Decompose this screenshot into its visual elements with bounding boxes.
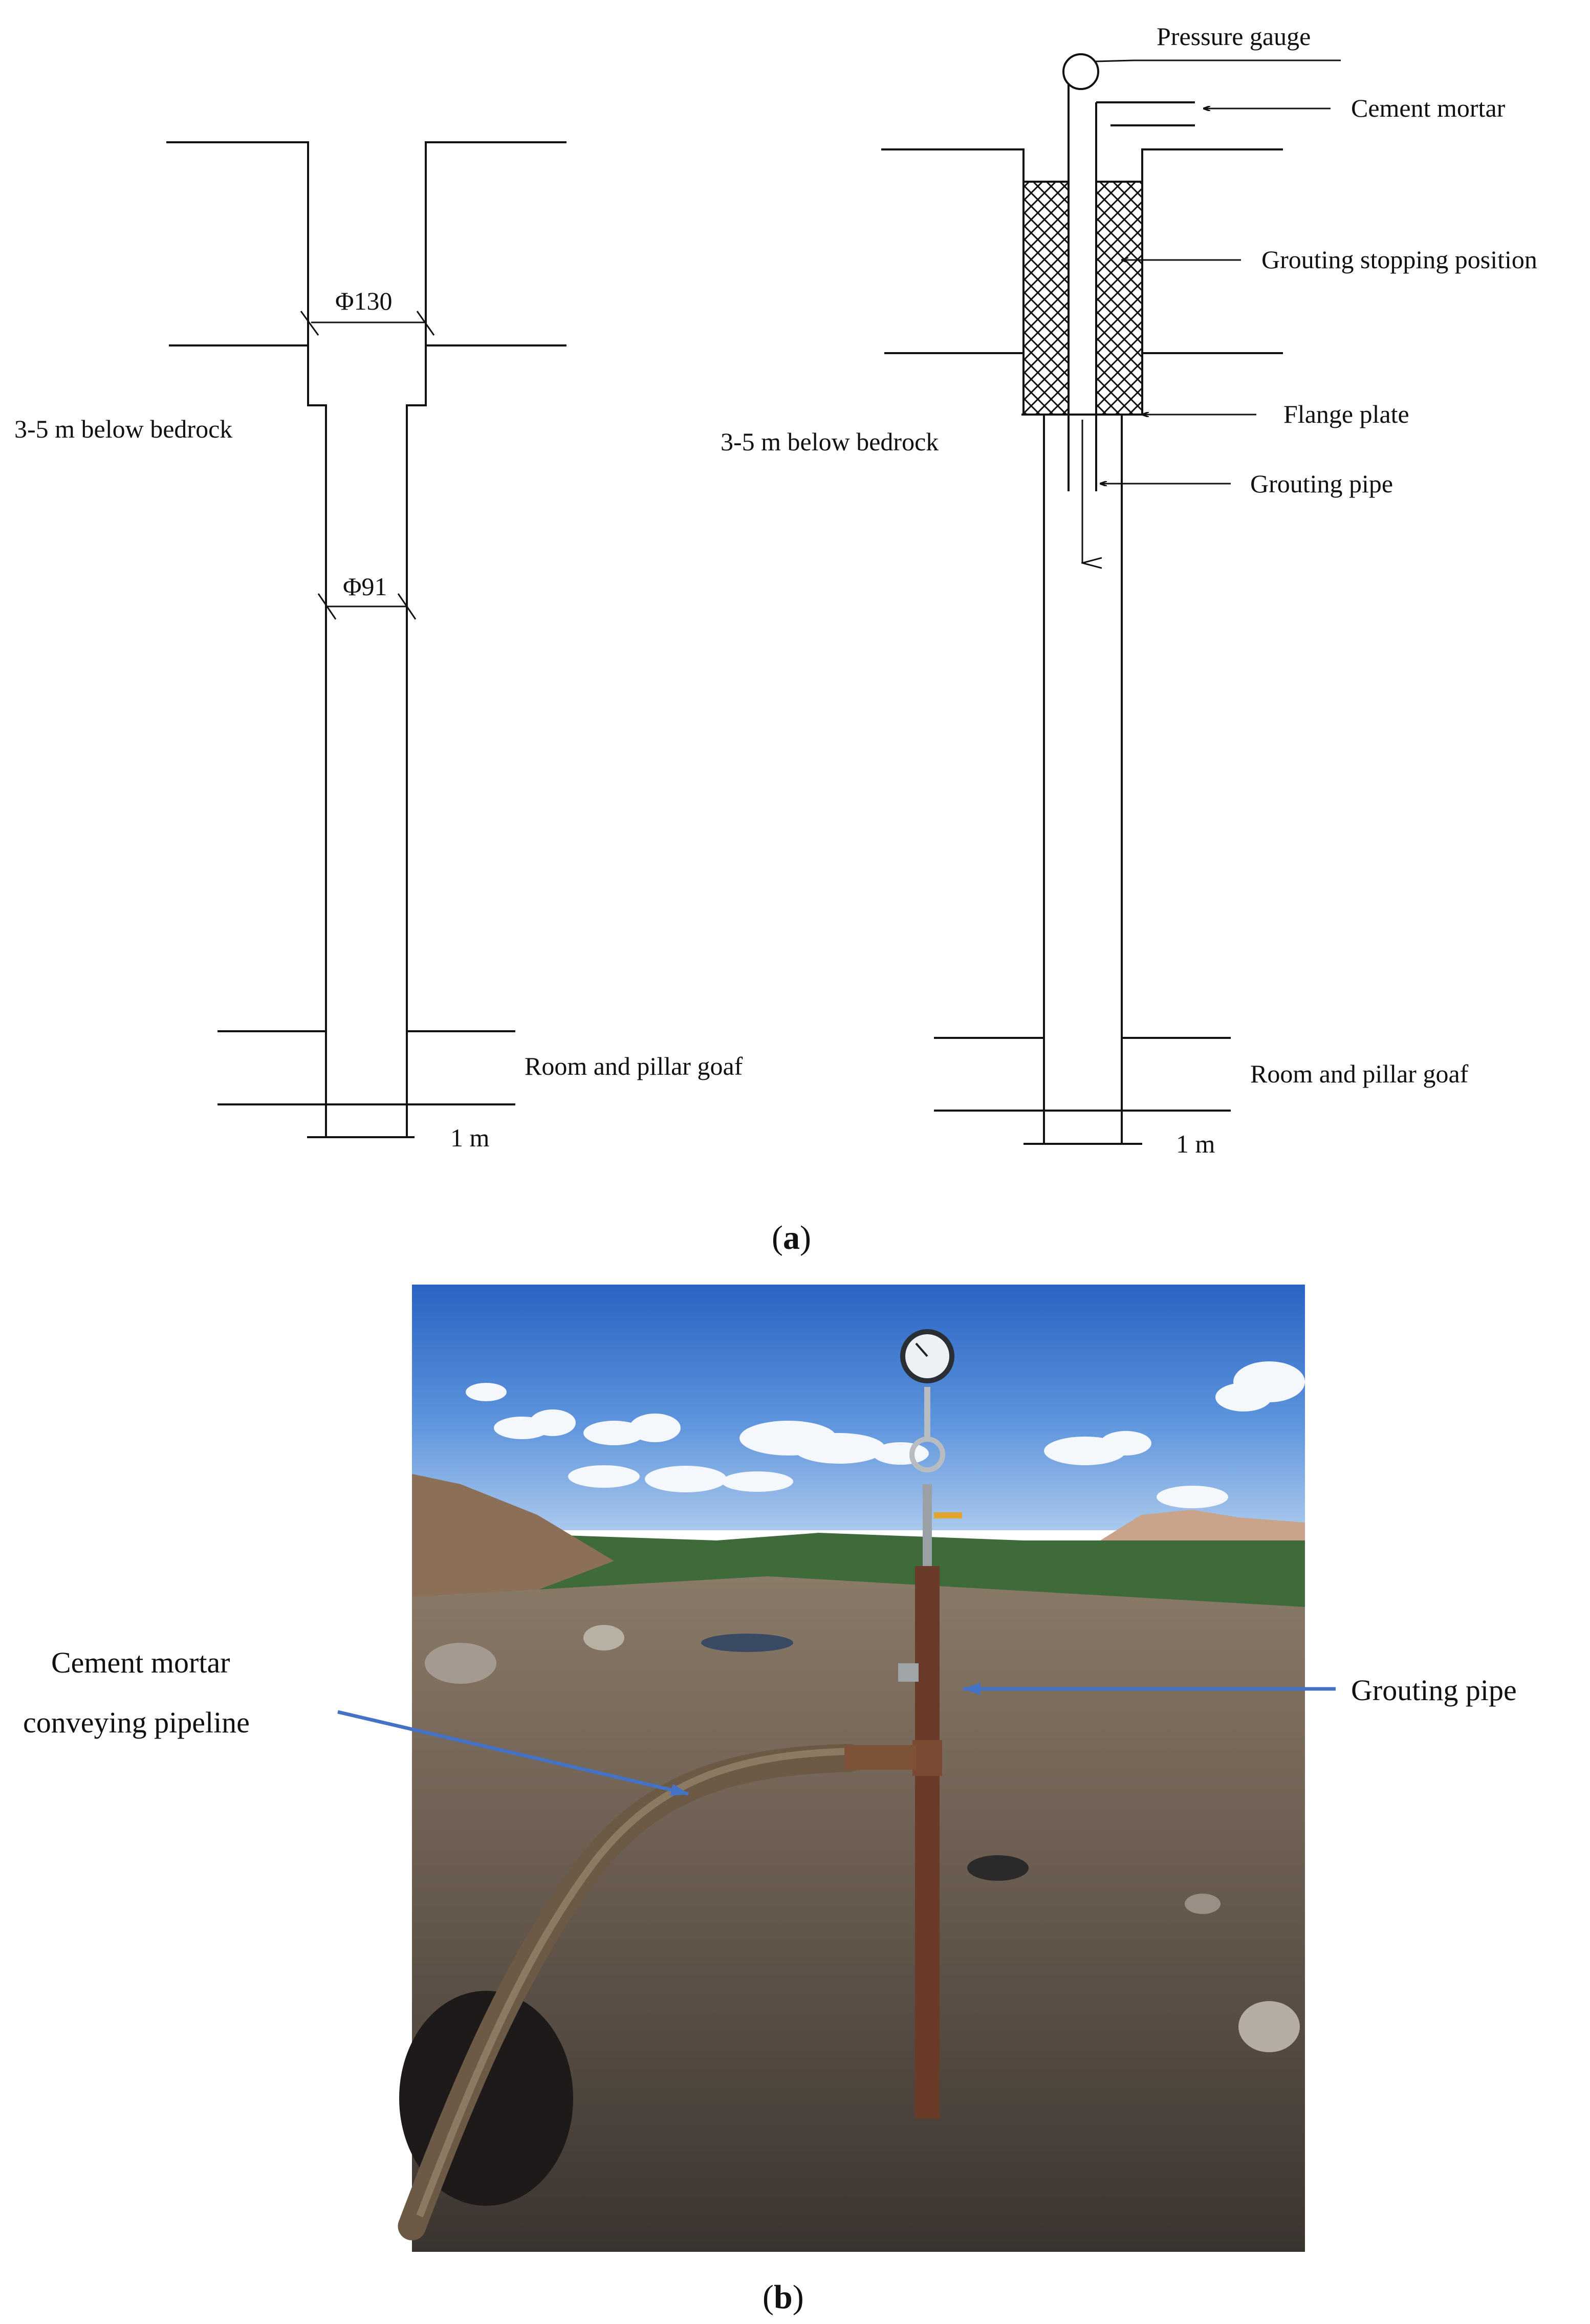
goaf-label-right: Room and pillar goaf — [1250, 1059, 1469, 1088]
arrow-to-hose — [337, 1710, 689, 1796]
grouting-pipe-label-a: Grouting pipe — [1250, 469, 1393, 498]
photo-sky — [412, 1285, 1305, 1530]
depth-label-right: 3-5 m below bedrock — [721, 427, 939, 456]
grouting-pipe-photo — [915, 1566, 940, 2119]
dim-tick-upper-right — [416, 311, 435, 336]
bottom-label-right: 1 m — [1176, 1130, 1215, 1158]
dim-label-phi130: Φ130 — [335, 287, 393, 315]
panel-b-photo — [398, 1285, 1305, 2252]
hole-step-left — [307, 343, 327, 1137]
puddle — [967, 1855, 1029, 1881]
stopping-plug-left — [1022, 181, 1070, 416]
pressure-gauge-leader — [1095, 59, 1134, 62]
goaf-label-left: Room and pillar goaf — [525, 1052, 743, 1080]
surface-line-right-r — [1141, 148, 1283, 182]
side-valve — [898, 1663, 919, 1682]
mortar-hose-highlight — [416, 1748, 850, 2218]
ground — [412, 1576, 1305, 2252]
depth-label-left: 3-5 m below bedrock — [14, 415, 232, 443]
panel-a-left-borehole: Φ130 Φ91 3-5 m below bedrock Room and pi… — [14, 141, 743, 1152]
hose-label-line2: conveying pipeline — [23, 1706, 250, 1739]
grouting-pipe-label-b: Grouting pipe — [1351, 1674, 1517, 1707]
dim-tick-upper-left — [300, 311, 319, 336]
valve-stem — [923, 1484, 932, 1566]
surface-line-left — [166, 141, 309, 343]
gauge-needle — [915, 1342, 928, 1357]
surface-line-left-r — [881, 148, 1025, 182]
pressure-gauge-label: Pressure gauge — [1157, 22, 1311, 51]
rock — [583, 1625, 624, 1650]
grouting-pipe-band — [912, 1740, 942, 1776]
clouds — [466, 1361, 1305, 1508]
stopping-label: Grouting stopping position — [1261, 245, 1537, 274]
bottom-label-left: 1 m — [450, 1123, 490, 1152]
valve-handle — [934, 1512, 962, 1518]
rock — [425, 1643, 496, 1684]
flange-label: Flange plate — [1283, 400, 1409, 428]
rock — [1238, 2001, 1300, 2052]
caption-b: (b) — [763, 2278, 804, 2316]
cement-mortar-label: Cement mortar — [1351, 94, 1506, 122]
puddle — [701, 1634, 793, 1652]
hose-label-line1: Cement mortar — [51, 1646, 230, 1679]
hole-step-right — [406, 343, 427, 1137]
rock — [1185, 1894, 1221, 1914]
pressure-gauge-icon — [1062, 53, 1099, 90]
surface-line-right — [425, 141, 567, 343]
caption-a: (a) — [772, 1219, 811, 1256]
panel-a-right-borehole: Pressure gauge Cement mortar Grouting st… — [721, 22, 1537, 1158]
dim-tick-lower-left — [317, 593, 337, 620]
stopping-plug-right — [1095, 181, 1143, 416]
gauge-stem — [924, 1387, 930, 1441]
dim-label-phi91: Φ91 — [343, 572, 387, 601]
hose-coupling — [844, 1745, 916, 1770]
dim-tick-lower-right — [397, 593, 417, 620]
